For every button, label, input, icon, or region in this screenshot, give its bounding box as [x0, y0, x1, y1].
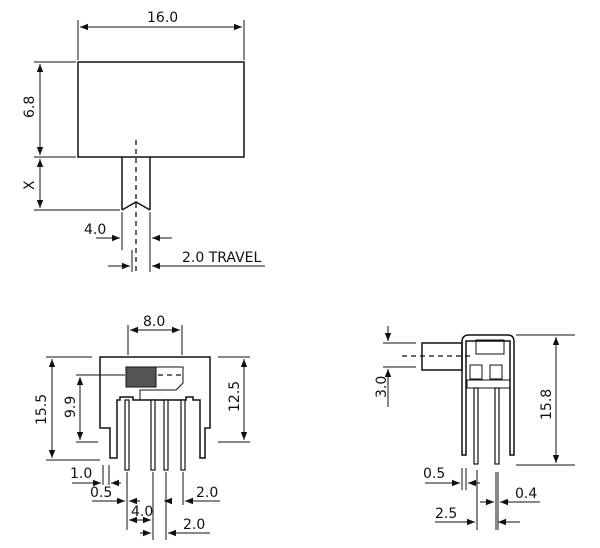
pin [473, 387, 479, 465]
side-height-label: 15.8 [539, 389, 555, 420]
pin-pitch-right-label: 2.0 [196, 485, 218, 501]
pin [180, 399, 186, 471]
pin-pitch-label: 2.0 [183, 517, 205, 533]
actuator-width-label: 8.0 [143, 314, 165, 330]
pin [124, 399, 130, 471]
switch-body-side [461, 334, 515, 456]
switch-body-front [99, 356, 211, 459]
leg-width-label: 1.0 [70, 466, 92, 482]
pin [163, 399, 169, 471]
side-actuator-label: 3.0 [374, 376, 390, 398]
pin-pitch-left-label: 4.0 [131, 504, 153, 520]
actuator-knob [125, 366, 157, 388]
overall-height-label: 15.5 [34, 394, 50, 425]
front-view: 8.0 15.5 9.9 12.5 1.0 0.5 2.0 4.0 2.0 [34, 314, 250, 540]
switch-body-top [77, 61, 245, 158]
pin-width-label: 0.4 [515, 486, 537, 502]
leg-gap-label: 0.5 [90, 485, 112, 501]
actuator-height-label: 9.9 [63, 396, 79, 418]
side-view: 3.0 15.8 0.5 0.4 2.5 [374, 326, 575, 530]
top-view: 16.0 6.8 X 4.0 2.0 TRAVEL [22, 10, 265, 272]
side-leg-gap-label: 0.5 [423, 466, 445, 482]
stem-label: X [22, 180, 38, 190]
pin [494, 387, 500, 465]
height-label: 6.8 [22, 96, 38, 118]
side-pin-pitch-label: 2.5 [435, 506, 457, 522]
width-label: 16.0 [147, 10, 178, 26]
body-height-label: 12.5 [227, 381, 243, 412]
actuator-stem [121, 157, 151, 211]
stem-width-label: 4.0 [84, 222, 106, 238]
pin [150, 399, 156, 471]
travel-label: 2.0 TRAVEL [182, 250, 262, 266]
